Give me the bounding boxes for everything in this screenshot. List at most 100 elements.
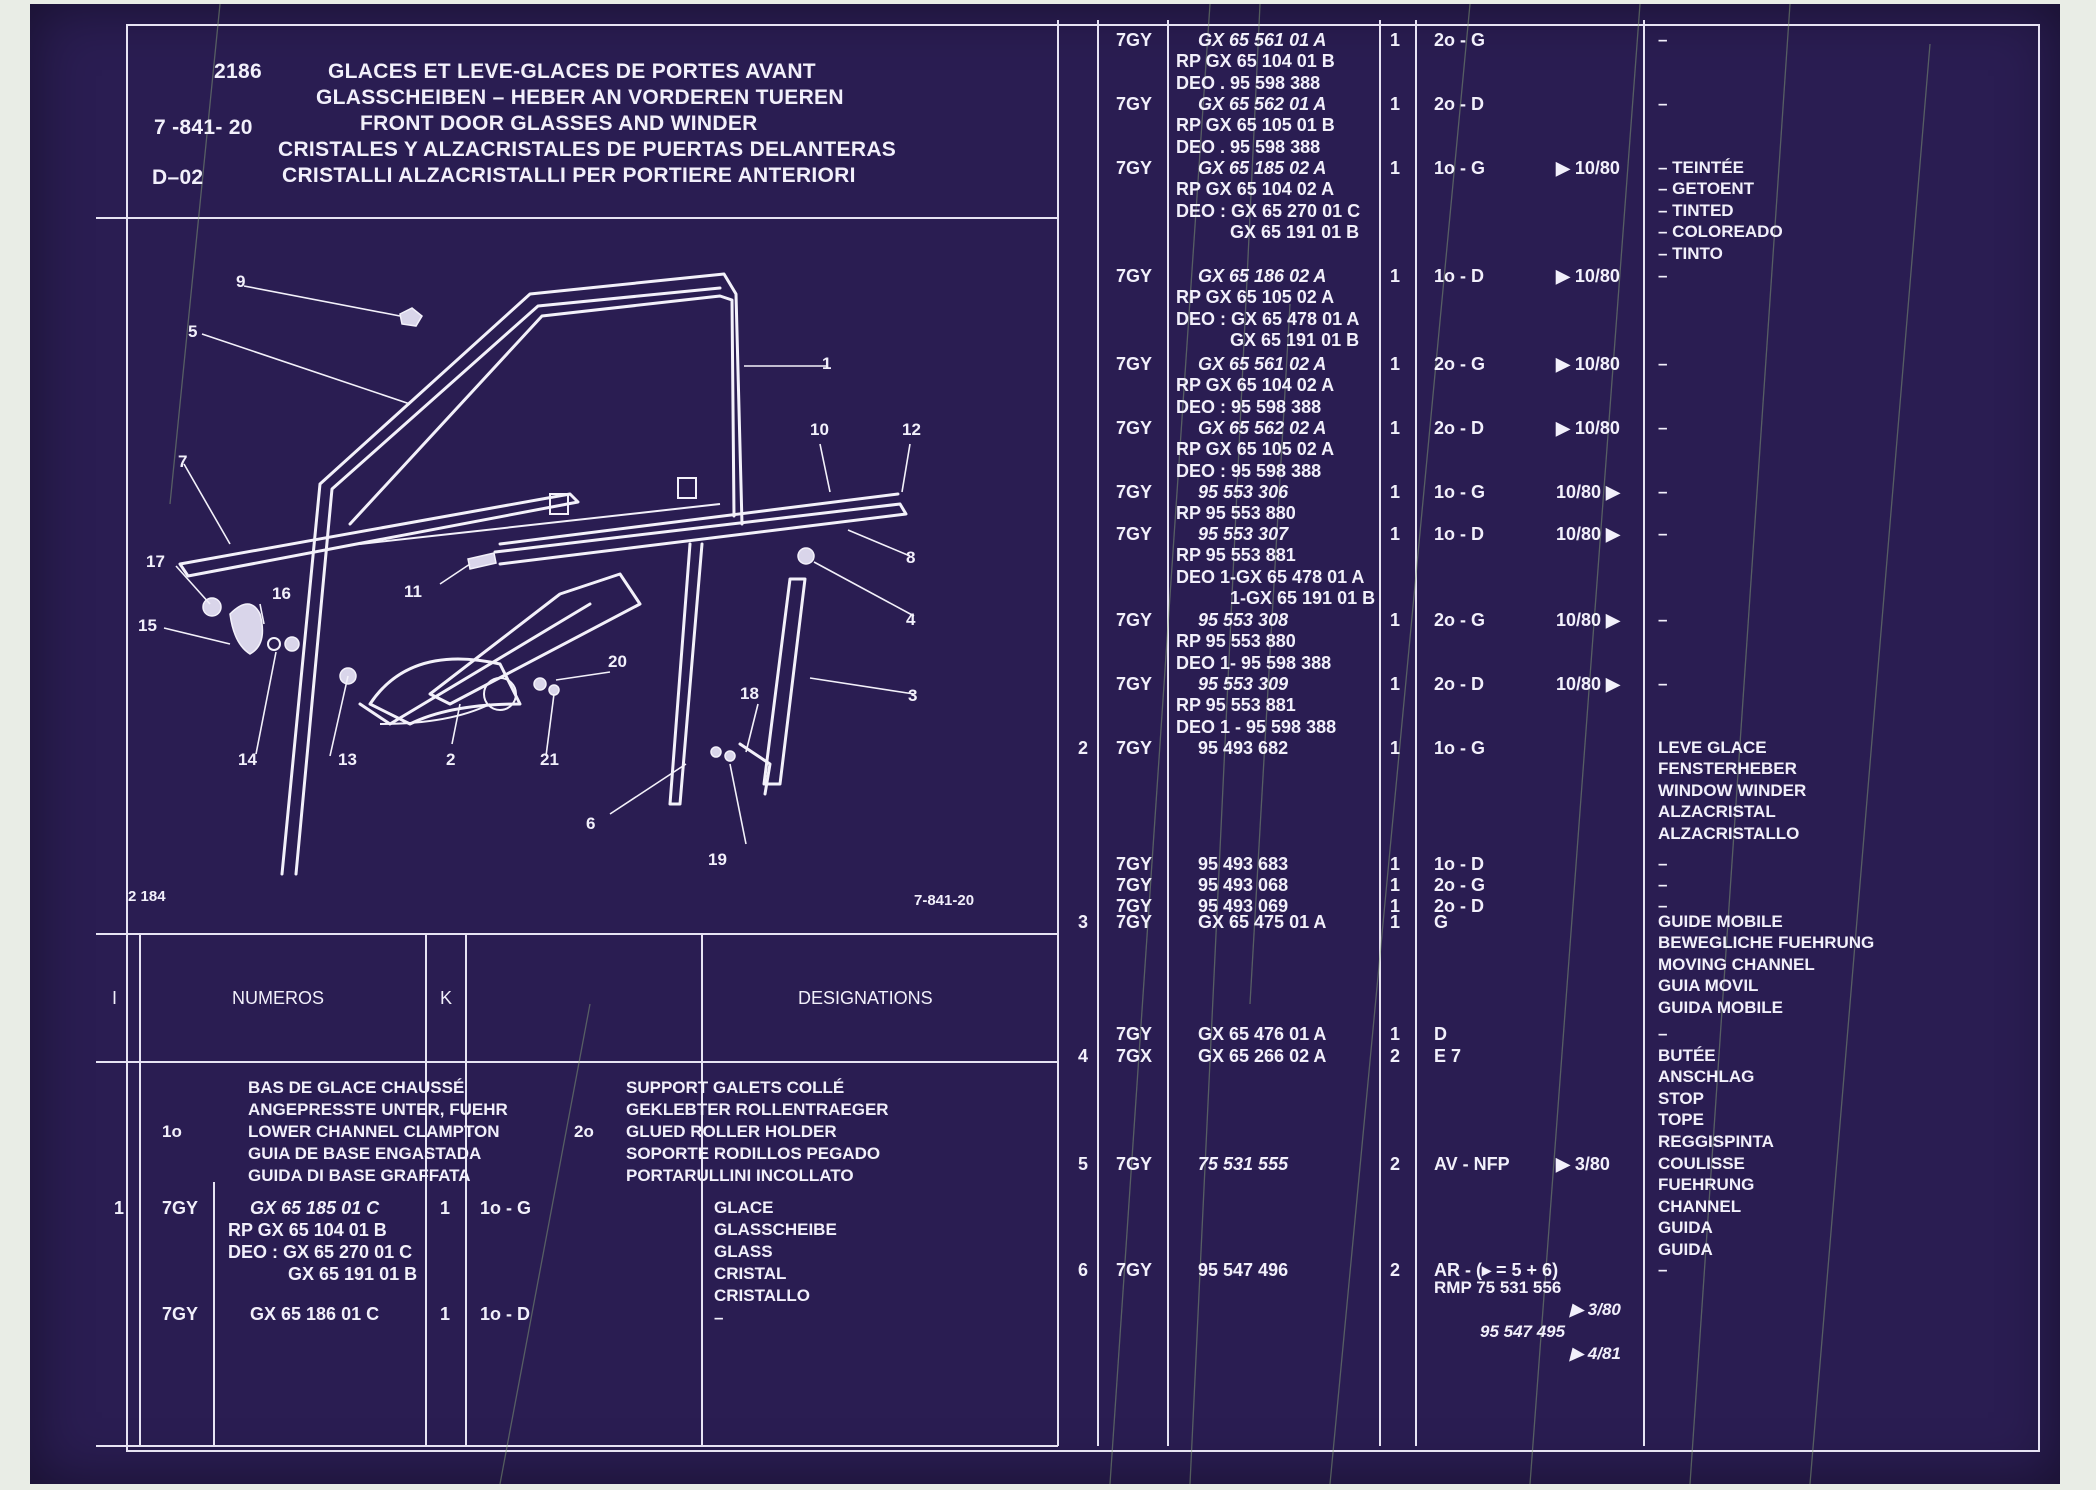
diagram-ref-right: 7-841-20 <box>914 892 975 909</box>
legend-1-line-de: ANGEPRESSTE UNTER, FUEHR <box>248 1100 508 1119</box>
callout-9: 9 <box>236 272 246 291</box>
part-number: 1-GX 65 191 01 B <box>1230 588 1376 609</box>
variant: 2o - D <box>1434 94 1485 114</box>
callout-10: 10 <box>810 420 829 439</box>
designation-line: TOPE <box>1658 1110 1704 1130</box>
part-number: RP GX 65 104 01 B <box>1176 51 1335 72</box>
part-number: GX 65 191 01 B <box>288 1264 418 1284</box>
designation-line: BUTÉE <box>1658 1046 1716 1065</box>
callout-19: 19 <box>708 850 727 869</box>
variant: D <box>1434 1024 1447 1044</box>
designation-line: GLACE <box>714 1198 774 1217</box>
model-code: 7GX <box>1116 1046 1153 1066</box>
variant: 2o - G <box>1434 354 1486 374</box>
legend-2-line-de: GEKLEBTER ROLLENTRAEGER <box>626 1100 889 1119</box>
date-marker: ▶ 10/80 <box>1556 418 1620 438</box>
date-marker: 10/80 ▶ <box>1556 482 1620 502</box>
part-number: 95 493 068 <box>1198 875 1289 895</box>
variant: 1o - D <box>480 1304 531 1324</box>
model-code: 7GY <box>1116 354 1153 374</box>
designation-line: – <box>714 1308 724 1327</box>
row6-note-date-1: ▶ 3/80 <box>1570 1300 1621 1319</box>
parts-catalog-sheet: 2186 7 -841- 20 D–02 GLACES ET LEVE-GLAC… <box>30 4 2060 1484</box>
quantity: 1 <box>1390 854 1401 874</box>
legend-2-line-it: PORTARULLINI INCOLLATO <box>626 1166 854 1185</box>
quantity: 1 <box>440 1198 451 1218</box>
part-number: GX 65 562 02 A <box>1198 418 1327 438</box>
quantity: 1 <box>1390 674 1401 694</box>
variant: 1o - G <box>1434 158 1486 178</box>
designation-line: CRISTALLO <box>714 1286 811 1305</box>
model-code: 7GY <box>1116 418 1153 438</box>
callout-17: 17 <box>146 552 165 571</box>
quantity: 1 <box>1390 524 1401 544</box>
part-number: GX 65 191 01 B <box>1230 330 1360 351</box>
legend-1-line-fr: BAS DE GLACE CHAUSSÉ <box>248 1078 465 1097</box>
date-marker: ▶ 10/80 <box>1556 158 1620 178</box>
quantity: 1 <box>1390 610 1401 630</box>
designation-line: FENSTERHEBER <box>1658 759 1797 779</box>
quantity: 1 <box>1390 896 1401 916</box>
date-marker: ▶ 10/80 <box>1556 354 1620 374</box>
part-number: 95 553 307 <box>1198 524 1289 544</box>
sheet-frame <box>126 24 2040 1452</box>
model-code: 7GY <box>1116 912 1153 932</box>
exploded-view-diagram <box>163 272 915 876</box>
part-number: GX 65 476 01 A <box>1198 1024 1327 1044</box>
part-number: DEO : 95 598 388 <box>1176 460 1322 481</box>
title-es: CRISTALES Y ALZACRISTALES DE PUERTAS DEL… <box>278 138 897 161</box>
designation-line: – <box>1658 854 1668 873</box>
part-number: DEO 1 - 95 598 388 <box>1176 716 1337 737</box>
callout-16: 16 <box>272 584 291 603</box>
designation-line: GLASS <box>714 1242 773 1261</box>
designation-line: CHANNEL <box>1658 1196 1742 1216</box>
designation-line: ANSCHLAG <box>1658 1067 1755 1087</box>
quantity: 1 <box>1390 875 1401 895</box>
part-number: 95 493 069 <box>1198 896 1289 916</box>
designation-line: GUIDE MOBILE <box>1658 912 1783 931</box>
model-code: 7GY <box>1116 610 1153 630</box>
model-code: 7GY <box>1116 158 1153 178</box>
quantity: 1 <box>1390 418 1401 438</box>
variant: 2o - D <box>1434 674 1485 694</box>
header-col-numeros: NUMEROS <box>232 988 325 1008</box>
part-number: DEO : 95 598 388 <box>1176 396 1322 417</box>
legend-2-line-es: SOPORTE RODILLOS PEGADO <box>626 1144 881 1163</box>
variant: 1o - G <box>1434 738 1486 758</box>
model-code: 7GY <box>1116 896 1153 916</box>
designation-line: – <box>1658 875 1668 894</box>
part-number: RP GX 65 104 01 B <box>228 1220 387 1240</box>
date-marker: 10/80 ▶ <box>1556 610 1620 630</box>
variant: 2o - D <box>1434 896 1485 916</box>
designation-line: MOVING CHANNEL <box>1658 954 1815 974</box>
quantity: 1 <box>440 1304 451 1324</box>
part-number: RP GX 65 104 02 A <box>1176 375 1335 396</box>
designation-line: STOP <box>1658 1088 1704 1108</box>
callout-14: 14 <box>238 750 257 769</box>
item-number: 3 <box>1078 912 1089 932</box>
quantity: 1 <box>1390 30 1401 50</box>
designation-line: – GETOENT <box>1658 179 1755 199</box>
item-number: 5 <box>1078 1154 1089 1174</box>
part-number: GX 65 186 02 A <box>1198 266 1327 286</box>
designation-line: LEVE GLACE <box>1658 738 1767 757</box>
callout-4: 4 <box>906 610 916 629</box>
diagram-ref-left: 2 184 <box>128 888 166 905</box>
legend-code-1: 1o <box>162 1122 182 1141</box>
designation-line: – TINTO <box>1658 243 1723 263</box>
model-code: 7GY <box>1116 266 1153 286</box>
part-number: GX 65 562 01 A <box>1198 94 1327 114</box>
part-number: 75 531 555 <box>1198 1154 1289 1174</box>
quantity: 1 <box>1390 354 1401 374</box>
quantity: 1 <box>1390 1024 1401 1044</box>
callout-7: 7 <box>178 452 188 471</box>
designation-line: – COLOREADO <box>1658 222 1783 242</box>
title-en: FRONT DOOR GLASSES AND WINDER <box>360 112 758 135</box>
quantity: 1 <box>1390 912 1401 932</box>
callout-12: 12 <box>902 420 921 439</box>
quantity: 1 <box>1390 738 1401 758</box>
legend-2-line-fr: SUPPORT GALETS COLLÉ <box>626 1078 845 1097</box>
callout-21: 21 <box>540 750 559 769</box>
designation-line: FUEHRUNG <box>1658 1175 1755 1195</box>
variant: 1o - G <box>480 1198 532 1218</box>
